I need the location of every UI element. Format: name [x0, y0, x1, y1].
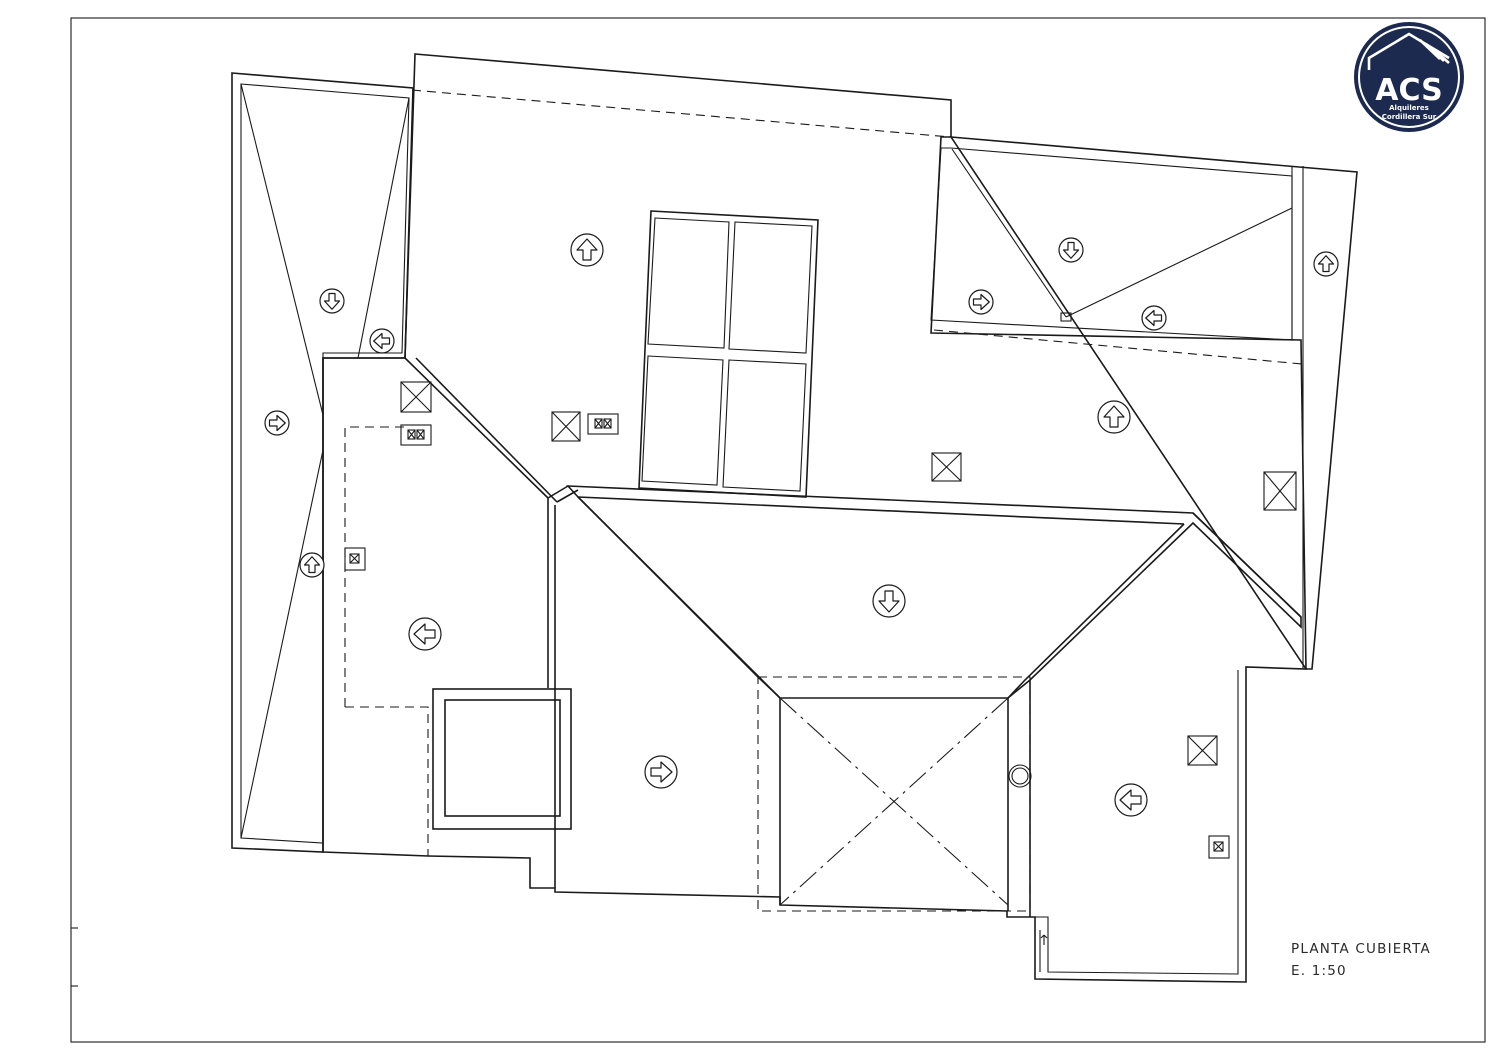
double-vent: [400, 424, 432, 446]
slope-arrow-right-icon: [968, 289, 994, 315]
slope-arrows: [264, 233, 1339, 817]
vent-boxes: [344, 381, 1297, 859]
double-vent: [587, 413, 619, 435]
logo-line1: Alquileres: [1389, 104, 1429, 112]
vent-box: [931, 452, 962, 482]
slope-arrow-left-icon: [1141, 305, 1167, 331]
slope-arrow-down-icon: [319, 288, 345, 314]
acs-logo: ACS Alquileres Cordillera Sur: [1354, 22, 1464, 132]
small-vent: [344, 547, 366, 571]
slope-arrow-down-icon: [872, 584, 906, 618]
slope-arrow-up-icon: [299, 552, 325, 578]
logo-initials: ACS: [1375, 73, 1442, 108]
slope-arrow-left-icon: [369, 328, 395, 354]
slope-arrow-up-icon: [1097, 400, 1131, 434]
slope-arrow-down-icon: [1058, 237, 1084, 263]
vent-box: [400, 381, 432, 413]
sheet-frame: [70, 17, 1486, 1043]
drawing-scale: E. 1:50: [1291, 963, 1347, 979]
logo-inner-ring: [1358, 26, 1460, 128]
vent-box: [1263, 471, 1297, 511]
slope-arrow-right-icon: [264, 410, 290, 436]
top-right-wing-roof: [930, 136, 1358, 670]
slope-arrow-left-icon: [408, 617, 442, 651]
slope-arrow-up-icon: [1313, 251, 1339, 277]
slope-arrow-left-icon: [1114, 783, 1148, 817]
central-hipped-roof: [566, 485, 1302, 912]
vent-box: [1187, 735, 1218, 766]
small-vent: [1208, 835, 1230, 859]
drawing-title: PLANTA CUBIERTA: [1291, 941, 1431, 957]
skylight-panels: [638, 210, 819, 498]
lower-right-wing-roof: [1029, 670, 1239, 975]
house-roof-icon: [1367, 32, 1450, 70]
slope-arrow-right-icon: [644, 755, 678, 789]
vent-box: [551, 411, 581, 442]
slope-arrow-up-icon: [570, 233, 604, 267]
logo-line2: Cordillera Sur: [1382, 113, 1437, 121]
left-inner-panel: [344, 426, 429, 856]
patio-opening: [432, 688, 572, 830]
top-central-roof: [322, 53, 1307, 983]
